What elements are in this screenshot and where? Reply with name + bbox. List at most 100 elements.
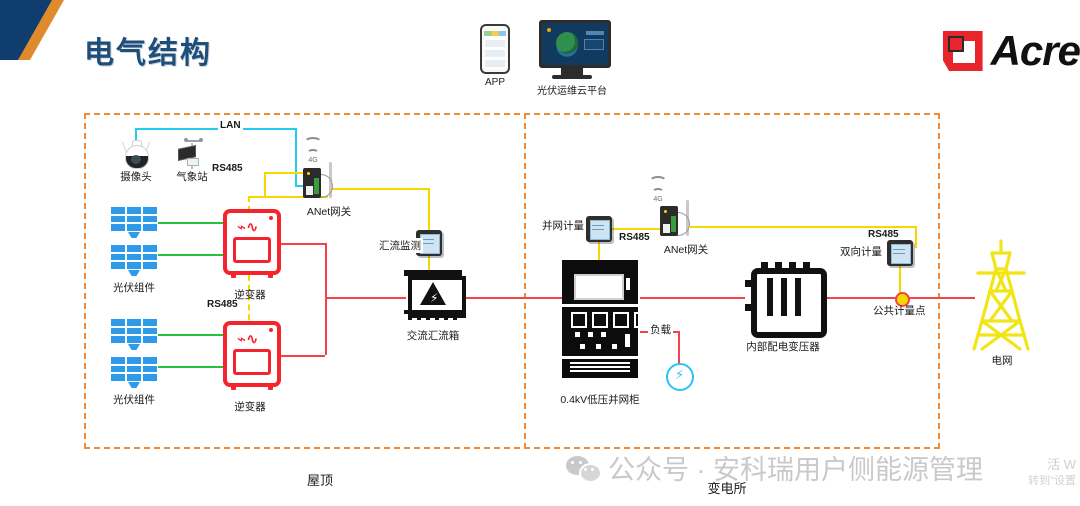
overlay-note-line1: 活 W xyxy=(1047,457,1076,472)
node-inverter-bottom-label: 逆变器 xyxy=(234,401,266,413)
wire-dc-pv1-b xyxy=(158,254,224,256)
wire-ac-point-to-grid xyxy=(905,297,975,299)
wechat-icon xyxy=(566,455,602,483)
wire-rs485-combiner-run xyxy=(330,188,428,190)
node-pv-module-top: 光伏组件 xyxy=(110,207,158,295)
wire-rs485-corner-a xyxy=(248,196,264,198)
node-combiner-monitor xyxy=(415,230,443,256)
wire-label-load: 负载 xyxy=(648,322,673,337)
node-weather-station: 气象站 xyxy=(166,137,218,184)
pv-module-icon-3 xyxy=(111,319,157,350)
zone-label-substation: 变电所 xyxy=(707,481,747,496)
node-anet-gateway-left-label: ANet网关 xyxy=(306,206,352,218)
camera-icon xyxy=(119,139,153,169)
inverter-icon-1: ⌁∿ xyxy=(223,209,281,278)
wire-label-lan: LAN xyxy=(218,120,243,131)
wire-label-rs485-grid-meter: RS485 xyxy=(617,232,652,243)
page-title: 电气结构 xyxy=(84,37,212,70)
wire-label-rs485-gateway: RS485 xyxy=(210,163,245,174)
node-power-grid-label: 电网 xyxy=(991,355,1013,367)
wire-label-rs485-inverter: RS485 xyxy=(205,299,240,310)
node-ac-combiner-box: ⚡ 交流汇流箱 xyxy=(404,270,466,343)
node-pv-module-top-label: 光伏组件 xyxy=(113,282,155,294)
node-ac-combiner-box-label: 交流汇流箱 xyxy=(406,330,460,342)
wire-ac-cabinet-to-transformer xyxy=(640,297,745,299)
wire-rs485-gateway-run xyxy=(690,226,915,228)
acrel-mark-icon xyxy=(942,31,983,71)
node-public-metering-point-label: 公共计量点 xyxy=(873,305,926,317)
wire-lan-gateway-drop xyxy=(295,128,297,185)
overlay-note: 活 W 转到"设置 xyxy=(1028,456,1076,490)
zone-label-rooftop: 屋顶 xyxy=(306,473,333,488)
anet-gateway-icon-right xyxy=(660,200,694,238)
node-inverter-top-label: 逆变器 xyxy=(234,289,266,301)
wire-ac-riser-2 xyxy=(325,297,327,355)
node-anet-gateway-left: ANet网关 xyxy=(303,162,369,219)
node-weather-station-label: 气象站 xyxy=(176,171,208,183)
wire-rs485-grid-meter xyxy=(608,228,661,230)
node-pv-module-bottom: 光伏组件 xyxy=(110,319,158,407)
wire-rs485-to-gateway xyxy=(264,196,328,198)
overlay-note-line2: 转到"设置 xyxy=(1028,475,1076,487)
wire-dc-pv1-a xyxy=(158,222,224,224)
wire-rs485-combiner-to-box xyxy=(428,252,430,270)
node-inverter-top: ⌁∿ 逆变器 xyxy=(223,209,281,302)
node-inverter-bottom: ⌁∿ 逆变器 xyxy=(223,321,281,414)
wire-label-rs485-bidir-meter: RS485 xyxy=(866,229,901,240)
wire-dc-pv2-a xyxy=(158,334,224,336)
transmission-tower-icon xyxy=(968,239,1034,351)
brand-name: Acre xyxy=(990,27,1080,74)
wire-rs485-grid-meter-drop xyxy=(598,240,600,262)
smartphone-icon xyxy=(480,24,510,74)
wire-ac-inv2-out xyxy=(276,355,325,357)
weather-station-icon xyxy=(175,137,209,169)
device-cloud-platform-label: 光伏运维云平台 xyxy=(537,86,607,97)
wire-ac-transformer-to-point xyxy=(821,297,899,299)
anet-gateway-icon-left xyxy=(303,162,337,200)
wire-lan-camera-riser xyxy=(135,128,137,144)
wire-dc-pv2-b xyxy=(158,366,224,368)
node-power-grid: 电网 xyxy=(968,239,1040,368)
node-grid-meter-label: 并网计量 xyxy=(540,218,586,233)
node-load: ⚡ xyxy=(666,363,694,391)
node-transformer: 内部配电变压器 xyxy=(745,262,827,354)
meter-icon-bidirectional xyxy=(887,240,913,266)
node-camera: 摄像头 xyxy=(110,139,162,184)
public-metering-point-marker xyxy=(895,292,910,307)
wire-rs485-combiner-drop xyxy=(428,188,430,231)
device-app: APP xyxy=(480,24,510,88)
lv-cabinet-icon xyxy=(562,260,650,378)
wire-ac-riser-1 xyxy=(325,243,327,297)
signal-4g-label-right: 4G xyxy=(653,196,663,203)
wire-ac-inv1-out xyxy=(276,243,325,245)
watermark-text: 公众号 · 安科瑞用户侧能源管理 xyxy=(608,455,983,485)
zone-outer-boundary xyxy=(84,113,940,449)
brand-logo: Acre xyxy=(942,27,1080,74)
monitor-icon xyxy=(539,20,611,79)
wire-ac-combiner-to-cabinet xyxy=(462,297,564,299)
wire-rs485-bidir-to-point xyxy=(899,265,901,296)
node-anet-gateway-right: ANet网关 xyxy=(660,200,726,257)
meter-icon-grid xyxy=(586,216,612,242)
pv-module-icon-2 xyxy=(111,245,157,276)
transformer-icon xyxy=(745,262,827,338)
load-icon: ⚡ xyxy=(666,363,694,391)
wire-load-drop xyxy=(678,331,680,375)
wire-rs485-riser xyxy=(264,172,266,196)
ac-combiner-box-icon: ⚡ xyxy=(404,270,466,322)
device-cloud-platform: 光伏运维云平台 xyxy=(537,20,611,97)
node-pv-module-bottom-label: 光伏组件 xyxy=(113,394,155,406)
node-bidirectional-meter xyxy=(886,240,914,266)
wifi-4g-icon-left: 4G xyxy=(303,137,323,164)
pv-module-icon-1 xyxy=(111,207,157,238)
node-anet-gateway-right-label: ANet网关 xyxy=(663,244,709,256)
wire-rs485-gateway-in xyxy=(264,172,314,174)
node-combiner-monitor-label: 汇流监测 xyxy=(377,238,423,253)
node-transformer-label: 内部配电变压器 xyxy=(746,341,820,353)
node-lv-cabinet-label: 0.4kV低压并网柜 xyxy=(560,394,640,406)
device-app-label: APP xyxy=(484,77,505,88)
zone-divider xyxy=(524,113,526,449)
wifi-4g-icon-right: 4G xyxy=(648,176,668,203)
wire-lan-horizontal xyxy=(135,128,296,130)
